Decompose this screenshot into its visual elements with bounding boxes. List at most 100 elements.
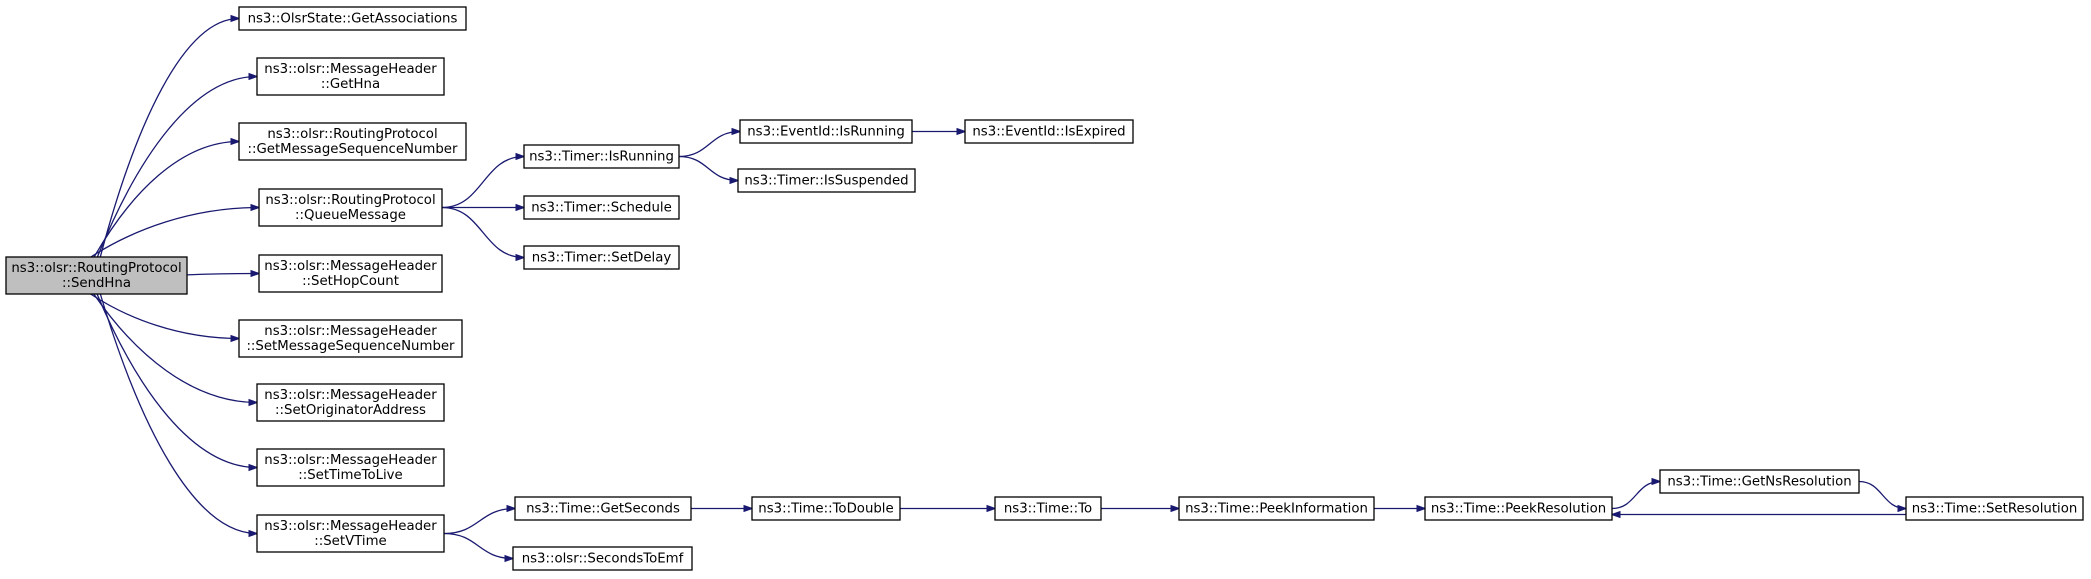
node-label-line: ns3::olsr::MessageHeader (264, 62, 437, 77)
node-label-line: ::SetTimeToLive (298, 468, 403, 483)
edge-send-hna-to-set-originator (93, 293, 257, 403)
edge-time-get-ns-resolution-to-time-set-resolution (1858, 480, 1906, 509)
node-label-line: ns3::EventId::IsRunning (747, 125, 905, 140)
node-time-set-resolution[interactable]: ns3::Time::SetResolution (1905, 496, 2084, 521)
node-label-line: ::QueueMessage (295, 208, 406, 223)
node-label-line: ns3::OlsrState::GetAssociations (248, 12, 458, 27)
node-eventid-is-running[interactable]: ns3::EventId::IsRunning (739, 119, 913, 144)
edge-send-hna-to-set-vtime (99, 293, 257, 534)
node-label-line: ns3::olsr::MessageHeader (264, 259, 437, 274)
node-send-hna[interactable]: ns3::olsr::RoutingProtocol::SendHna (5, 256, 188, 295)
node-label-line: ::GetHna (321, 77, 380, 92)
node-label-line: ns3::Time::PeekResolution (1431, 502, 1606, 517)
node-box[interactable] (751, 496, 901, 521)
node-set-msg-seq[interactable]: ns3::olsr::MessageHeader::SetMessageSequ… (238, 319, 463, 358)
node-label-line: ns3::olsr::MessageHeader (264, 519, 437, 534)
node-timer-is-running[interactable]: ns3::Timer::IsRunning (523, 144, 680, 169)
node-label-line: ns3::olsr::RoutingProtocol (11, 261, 181, 276)
node-time-get-ns-resolution[interactable]: ns3::Time::GetNsResolution (1659, 469, 1860, 494)
node-get-msg-seq[interactable]: ns3::olsr::RoutingProtocol::GetMessageSe… (238, 122, 467, 161)
node-label-line: ns3::EventId::IsExpired (972, 125, 1125, 140)
node-box[interactable] (523, 144, 680, 169)
node-box[interactable] (238, 6, 467, 31)
node-label-line: ns3::olsr::MessageHeader (264, 388, 437, 403)
node-label-line: ::SetVTime (314, 534, 386, 549)
node-box[interactable] (256, 57, 445, 96)
node-label-line: ns3::Time::ToDouble (758, 502, 893, 517)
node-box[interactable] (1178, 496, 1375, 521)
node-box[interactable] (739, 119, 913, 144)
node-time-to[interactable]: ns3::Time::To (994, 496, 1102, 521)
node-box[interactable] (737, 168, 916, 193)
node-box[interactable] (258, 254, 443, 293)
node-box[interactable] (256, 383, 445, 422)
edge-send-hna-to-get-hna (96, 77, 257, 258)
edge-time-peek-resolution-to-time-get-ns-resolution (1611, 482, 1660, 510)
node-label-line: ns3::Time::PeekInformation (1185, 502, 1368, 517)
edge-queue-message-to-timer-is-running (441, 157, 524, 209)
node-label-line: ns3::Time::GetNsResolution (1667, 475, 1851, 490)
node-timer-set-delay[interactable]: ns3::Timer::SetDelay (523, 245, 680, 270)
node-label-line: ns3::olsr::MessageHeader (264, 324, 437, 339)
node-label-line: ::SetOriginatorAddress (275, 403, 426, 418)
edges-layer (90, 19, 1906, 559)
node-label-line: ns3::olsr::RoutingProtocol (265, 193, 435, 208)
node-box[interactable] (238, 319, 463, 358)
node-set-vtime[interactable]: ns3::olsr::MessageHeader::SetVTime (256, 514, 445, 553)
node-label-line: ns3::Timer::Schedule (531, 201, 672, 216)
node-box[interactable] (994, 496, 1102, 521)
node-label-line: ::GetMessageSequenceNumber (248, 142, 458, 157)
node-time-to-double[interactable]: ns3::Time::ToDouble (751, 496, 901, 521)
node-label-line: ns3::olsr::SecondsToEmf (522, 552, 684, 567)
node-label-line: ::SetMessageSequenceNumber (246, 339, 455, 354)
node-time-peek-information[interactable]: ns3::Time::PeekInformation (1178, 496, 1375, 521)
edge-send-hna-to-get-msg-seq (93, 142, 239, 258)
nodes-layer: ns3::olsr::RoutingProtocol::SendHnans3::… (5, 6, 2084, 571)
node-get-hna[interactable]: ns3::olsr::MessageHeader::GetHna (256, 57, 445, 96)
node-box[interactable] (256, 514, 445, 553)
node-seconds-to-emf[interactable]: ns3::olsr::SecondsToEmf (512, 546, 693, 571)
node-time-get-seconds[interactable]: ns3::Time::GetSeconds (514, 496, 692, 521)
node-box[interactable] (523, 195, 680, 220)
node-box[interactable] (1424, 496, 1613, 521)
node-label-line: ns3::Timer::IsRunning (529, 150, 674, 165)
node-label-line: ns3::Time::GetSeconds (526, 502, 680, 517)
node-timer-schedule[interactable]: ns3::Timer::Schedule (523, 195, 680, 220)
node-label-line: ns3::Time::SetResolution (1912, 502, 2078, 517)
node-box[interactable] (964, 119, 1134, 144)
node-box[interactable] (238, 122, 467, 161)
node-label-line: ns3::Timer::SetDelay (532, 251, 672, 266)
node-label-line: ns3::Time::To (1004, 502, 1092, 517)
node-get-associations[interactable]: ns3::OlsrState::GetAssociations (238, 6, 467, 31)
edge-set-vtime-to-time-get-seconds (443, 509, 515, 535)
node-eventid-is-expired[interactable]: ns3::EventId::IsExpired (964, 119, 1134, 144)
node-box[interactable] (514, 496, 692, 521)
node-box[interactable] (1659, 469, 1860, 494)
edge-send-hna-to-get-associations (99, 19, 239, 258)
node-box[interactable] (258, 188, 443, 227)
node-queue-message[interactable]: ns3::olsr::RoutingProtocol::QueueMessage (258, 188, 443, 227)
node-label-line: ::SetHopCount (302, 274, 399, 289)
node-set-hop-count[interactable]: ns3::olsr::MessageHeader::SetHopCount (258, 254, 443, 293)
node-box[interactable] (512, 546, 693, 571)
edge-queue-message-to-timer-set-delay (441, 206, 524, 258)
node-set-ttl[interactable]: ns3::olsr::MessageHeader::SetTimeToLive (256, 448, 445, 487)
node-timer-is-suspended[interactable]: ns3::Timer::IsSuspended (737, 168, 916, 193)
edge-send-hna-to-set-hop-count (186, 274, 259, 275)
node-label-line: ns3::olsr::RoutingProtocol (267, 127, 437, 142)
edge-send-hna-to-set-ttl (96, 293, 257, 468)
node-box[interactable] (1905, 496, 2084, 521)
edge-timer-is-running-to-eventid-is-running (678, 132, 740, 158)
edge-timer-is-running-to-timer-is-suspended (678, 155, 738, 181)
node-set-originator[interactable]: ns3::olsr::MessageHeader::SetOriginatorA… (256, 383, 445, 422)
edge-set-vtime-to-seconds-to-emf (443, 532, 513, 559)
node-box[interactable] (523, 245, 680, 270)
node-box[interactable] (5, 256, 188, 295)
node-label-line: ns3::olsr::MessageHeader (264, 453, 437, 468)
node-label-line: ns3::Timer::IsSuspended (744, 174, 908, 189)
edge-send-hna-to-queue-message (90, 208, 259, 258)
node-time-peek-resolution[interactable]: ns3::Time::PeekResolution (1424, 496, 1613, 521)
node-box[interactable] (256, 448, 445, 487)
node-label-line: ::SendHna (62, 276, 131, 291)
